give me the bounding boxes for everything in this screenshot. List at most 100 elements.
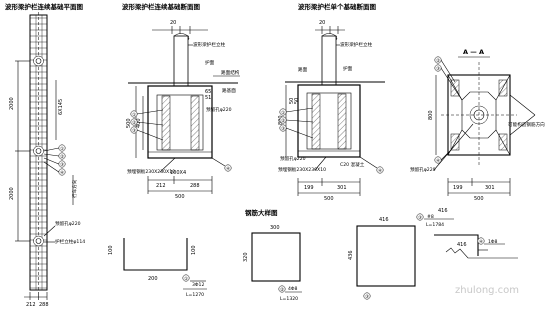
elev1-label-hole: 预留孔φ220 bbox=[206, 106, 232, 113]
svg-text:③: ③ bbox=[132, 128, 136, 134]
svg-text:④: ④ bbox=[226, 166, 230, 172]
elev2-label-post: 波形梁护栏立柱 bbox=[340, 41, 373, 48]
section-label-hole: 预留孔φ220 bbox=[410, 166, 436, 173]
rebar-detail: 钢筋大样图 100 100 200 ① 3Φ12 L=1270 300 320 … bbox=[108, 208, 518, 302]
section-label-rebar-direction: 可能构造钢筋方向 bbox=[508, 121, 545, 128]
elev1-dim-500: 500 bbox=[175, 194, 185, 200]
elev2-label-hole: 预留孔φ220 bbox=[280, 155, 306, 162]
elev1-dim-100x4: 100X4 bbox=[170, 170, 186, 176]
rebar-square-bar-2: 416 436 ③ bbox=[348, 217, 416, 300]
svg-text:②: ② bbox=[280, 287, 284, 293]
svg-text:416: 416 bbox=[457, 242, 467, 248]
elev2-label-plate: 预埋钢板230X230X10 bbox=[278, 166, 326, 173]
svg-text:④: ④ bbox=[436, 158, 440, 164]
elev1-dim-51: 51 bbox=[205, 95, 211, 101]
plan-dim-bottom-right: 288 bbox=[39, 302, 49, 308]
plan-driving-direction: 行车方向 bbox=[71, 179, 78, 198]
elev1-title: 波形梁护栏连续基础断面图 bbox=[122, 2, 201, 11]
elev1-dim-500: 500 bbox=[126, 118, 132, 128]
rebar-title: 钢筋大样图 bbox=[245, 208, 278, 217]
elev2-dim-50b: 50 bbox=[294, 98, 300, 104]
svg-text:②: ② bbox=[60, 154, 64, 160]
svg-text:②: ② bbox=[281, 118, 285, 124]
elev1-label-subgrade: 路基面 bbox=[222, 87, 236, 94]
elev1-label-post: 波形梁护栏立柱 bbox=[193, 41, 226, 48]
plan-side-note: 6X145 bbox=[58, 99, 64, 115]
elev2-dim-301: 301 bbox=[337, 185, 347, 191]
rebar-straight-bar: 416 ③ #8 L=1784 416 ④ 1Φ8 bbox=[416, 208, 518, 259]
rebar-square2-length: L=1784 bbox=[426, 222, 444, 228]
elev2-label-surface: 护面 bbox=[343, 65, 353, 72]
svg-text:320: 320 bbox=[243, 252, 249, 262]
svg-text:416: 416 bbox=[379, 217, 389, 223]
elev2-foundation bbox=[297, 84, 361, 158]
elev1-dim-65: 65 bbox=[205, 89, 211, 95]
elev2-dim-199: 199 bbox=[304, 185, 314, 191]
rebar-square-spec: 4Φ8 bbox=[288, 286, 298, 292]
svg-text:200: 200 bbox=[148, 276, 158, 282]
rebar-u-spec: 3Φ12 bbox=[192, 282, 204, 288]
elev1-dim-212: 212 bbox=[156, 183, 166, 189]
elev1-hatch-right bbox=[190, 95, 200, 151]
elev1-hatch-left bbox=[161, 95, 171, 151]
elev2-dim-500: 500 bbox=[324, 196, 334, 202]
svg-text:①: ① bbox=[132, 112, 136, 118]
svg-text:③: ③ bbox=[365, 294, 369, 300]
elev1-dim-top-20: 20 bbox=[170, 20, 176, 26]
elev1-dim-400: 400 bbox=[136, 118, 142, 128]
plan-dim-upper: 2000 bbox=[9, 97, 15, 110]
elev2-title: 波形梁护栏单个基础断面图 bbox=[298, 2, 377, 11]
elev2-hatch-left bbox=[311, 93, 321, 150]
plan-label-hole: 预留孔φ220 bbox=[55, 220, 81, 227]
plan-callouts: ① ② ③ ④ bbox=[43, 144, 66, 176]
svg-text:100: 100 bbox=[108, 245, 114, 255]
svg-text:①: ① bbox=[281, 110, 285, 116]
svg-text:①: ① bbox=[184, 276, 188, 282]
elev2-label-concrete: C20 混凝土 bbox=[340, 161, 365, 168]
plan-title: 波形梁护栏连续基础平面图 bbox=[5, 2, 84, 11]
elev1-foundation bbox=[147, 85, 213, 159]
elev1-label-plate: 预埋钢板230X230X10 bbox=[127, 168, 175, 175]
elev1-label-pavement: 路面结构 bbox=[221, 69, 240, 76]
svg-text:436: 436 bbox=[348, 250, 354, 260]
plan-posts bbox=[33, 55, 44, 247]
section-a-a: A — A ② ③ ④ 可能构造钢筋方向 800 bbox=[410, 48, 545, 202]
section-title: A — A bbox=[463, 48, 484, 56]
elev2-label-pavement: 路面 bbox=[298, 66, 308, 73]
svg-text:③: ③ bbox=[60, 162, 64, 168]
rebar-square2-spec: #8 bbox=[427, 214, 434, 220]
elev1-callouts: ① ② ③ ④ bbox=[130, 109, 232, 172]
section-dim-500: 500 bbox=[474, 196, 484, 202]
watermark: zhulong.com bbox=[455, 285, 519, 296]
svg-text:②: ② bbox=[132, 120, 136, 126]
svg-text:100: 100 bbox=[191, 245, 197, 255]
rebar-u-length: L=1270 bbox=[186, 292, 204, 298]
svg-text:①: ① bbox=[60, 146, 64, 152]
plan-label-post: 护栏立柱φ114 bbox=[55, 238, 85, 245]
plan-dim-bottom-left: 212 bbox=[26, 302, 36, 308]
elevation-single: 波形梁护栏单个基础断面图 20 114 800 50 50 波形梁护栏立柱 护面… bbox=[278, 2, 385, 202]
svg-text:416: 416 bbox=[438, 208, 448, 214]
rebar-square-bar: 300 320 ② 4Φ8 L=1320 bbox=[243, 225, 302, 302]
elevation-continuous: 波形梁护栏连续基础断面图 20 114 500 400 65 51 波形梁护栏立… bbox=[122, 2, 240, 200]
svg-text:③: ③ bbox=[436, 66, 440, 72]
elev2-dim-top-20: 20 bbox=[319, 20, 325, 26]
rebar-u-bar: 100 100 200 ① 3Φ12 L=1270 bbox=[108, 238, 207, 298]
section-dim-199: 199 bbox=[453, 185, 463, 191]
svg-text:③: ③ bbox=[281, 126, 285, 132]
rebar-square-length: L=1320 bbox=[280, 296, 298, 302]
svg-text:④: ④ bbox=[378, 168, 382, 174]
svg-text:④: ④ bbox=[479, 239, 483, 245]
elev1-dim-288: 288 bbox=[190, 183, 200, 189]
elev2-hatch-right bbox=[337, 93, 347, 150]
plan-view: 波形梁护栏连续基础平面图 2000 2000 6X145 ① ② ③ ④ bbox=[5, 2, 85, 308]
section-callouts: ② ③ ④ bbox=[434, 56, 463, 164]
elev1-label-surface: 护面 bbox=[205, 59, 215, 66]
elev2-callouts: ① ② ③ ④ bbox=[279, 107, 384, 174]
rebar-straight-spec: 1Φ8 bbox=[488, 239, 498, 245]
section-dim-301: 301 bbox=[485, 185, 495, 191]
svg-text:②: ② bbox=[436, 58, 440, 64]
plan-dim-lower: 2000 bbox=[9, 187, 15, 200]
elev2-dim-50a: 50 bbox=[289, 98, 295, 104]
